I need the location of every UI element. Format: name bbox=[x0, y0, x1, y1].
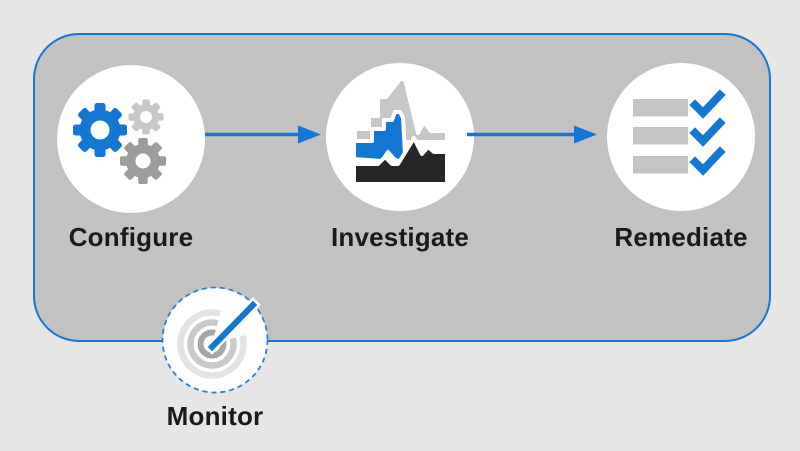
step-label-investigate: Investigate bbox=[330, 222, 470, 252]
step-circle-remediate bbox=[607, 63, 755, 211]
checklist-bars bbox=[633, 99, 688, 174]
arrow-investigate-to-remediate-icon bbox=[467, 125, 597, 144]
monitor-badge bbox=[161, 286, 269, 394]
arrow-configure-to-investigate-icon bbox=[205, 125, 321, 144]
area-chart-icon bbox=[352, 77, 449, 186]
step-circle-configure bbox=[57, 65, 205, 213]
gear-medium bbox=[120, 138, 166, 184]
chart-area-black bbox=[352, 136, 449, 186]
gauge-radar-icon bbox=[177, 297, 261, 379]
checklist-checkmarks bbox=[689, 89, 726, 176]
gear-small bbox=[128, 99, 164, 135]
needle bbox=[207, 300, 258, 352]
step-circle-investigate bbox=[326, 63, 474, 211]
step-label-monitor: Monitor bbox=[166, 401, 264, 431]
step-label-configure: Configure bbox=[68, 222, 194, 252]
checklist-icon bbox=[633, 89, 726, 176]
dashed-border-circle bbox=[161, 286, 269, 394]
step-label-remediate: Remediate bbox=[614, 222, 748, 252]
gears-icon bbox=[73, 99, 166, 184]
gear-large-blue bbox=[73, 103, 127, 157]
